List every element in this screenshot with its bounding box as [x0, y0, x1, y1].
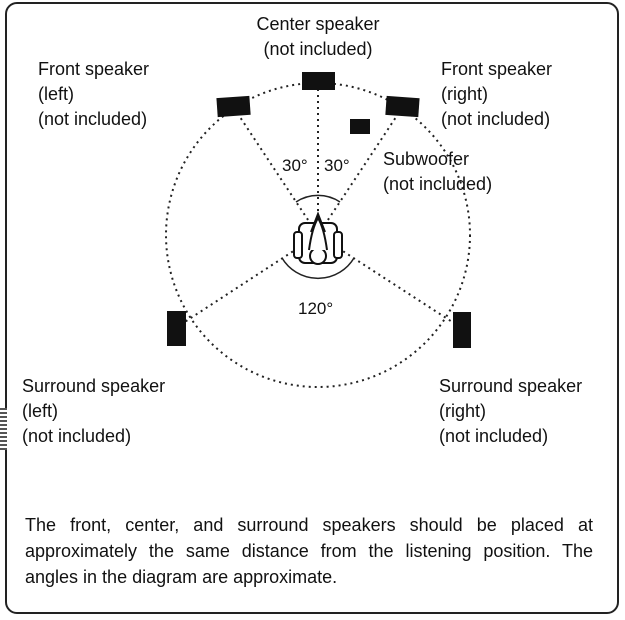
- surround-left-speaker-label-line1: Surround speaker: [22, 376, 166, 396]
- surround-left-speaker-label-line3: (not included): [22, 426, 132, 446]
- center-speaker-label: Center speaker (not included): [245, 12, 391, 62]
- subwoofer-label-line2: (not included): [383, 174, 493, 194]
- front-right-speaker-label-line3: (not included): [441, 109, 551, 129]
- surround-left-speaker-label: Surround speaker (left) (not included): [22, 374, 165, 449]
- front-left-angle-label: 30°: [282, 156, 308, 175]
- listener-icon: [293, 211, 343, 265]
- front-right-angle-label: 30°: [324, 156, 350, 175]
- placement-note: The front, center, and surround speakers…: [25, 515, 593, 587]
- subwoofer-label-line1: Subwoofer: [383, 149, 470, 169]
- rear-angle-label: 120°: [298, 299, 334, 318]
- line-surround-right: [317, 234, 461, 328]
- rear-angle-arc: [281, 257, 355, 280]
- surround-left-speaker-icon: [167, 311, 186, 346]
- surround-right-speaker-label-line1: Surround speaker: [439, 376, 583, 396]
- subwoofer-label: Subwoofer (not included): [383, 147, 492, 197]
- front-right-speaker-label-line2: (right): [441, 84, 489, 104]
- front-left-speaker-label-line1: Front speaker: [38, 59, 150, 79]
- front-left-speaker-label-line2: (left): [38, 84, 74, 104]
- subwoofer-icon: [350, 119, 370, 134]
- surround-left-speaker-label-line2: (left): [22, 401, 58, 421]
- center-speaker-label-line2: (not included): [263, 39, 373, 59]
- line-front-left: [233, 107, 319, 236]
- front-left-speaker-label-line3: (not included): [38, 109, 148, 129]
- line-surround-left: [176, 234, 319, 328]
- surround-right-speaker-label-line2: (right): [439, 401, 487, 421]
- front-right-speaker-label-line1: Front speaker: [441, 59, 553, 79]
- front-right-speaker-label: Front speaker (right) (not included): [441, 57, 552, 132]
- surround-right-speaker-label: Surround speaker (right) (not included): [439, 374, 582, 449]
- center-speaker-icon: [302, 72, 335, 90]
- surround-right-speaker-label-line3: (not included): [439, 426, 549, 446]
- edge-tab-marker: [0, 408, 7, 450]
- diagram-frame: [5, 2, 619, 614]
- front-right-speaker-icon: [385, 95, 420, 118]
- front-angle-arc: [295, 194, 341, 203]
- front-left-speaker-icon: [216, 95, 251, 118]
- surround-right-speaker-icon: [453, 312, 471, 348]
- center-speaker-label-line1: Center speaker: [256, 14, 380, 34]
- front-left-speaker-label: Front speaker (left) (not included): [38, 57, 149, 132]
- line-front-right: [317, 107, 403, 236]
